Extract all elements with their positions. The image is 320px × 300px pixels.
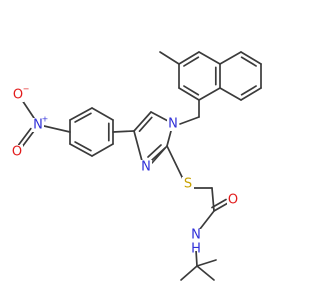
c5-c4 (133, 111, 152, 132)
nitro-oxygen-left-label: O (12, 145, 22, 160)
imidazole-n1-label: N (168, 117, 178, 132)
ch2-n-bond (179, 116, 200, 125)
atom-label-layer: N N S O N H N + O − O (11, 85, 239, 257)
phenyl-double (74, 141, 92, 152)
sulfur-label: S (184, 177, 192, 192)
bond (219, 87, 242, 101)
methyl-bond (159, 51, 180, 65)
phenyl-double (69, 143, 93, 157)
n1-c5 (150, 111, 169, 122)
n3-c2-double (147, 144, 162, 158)
nitro-oxygen-top-label: O (13, 88, 23, 103)
tbu-me3 (196, 259, 217, 267)
c-n-amide (199, 210, 215, 230)
nitro-nitrogen-label: N (33, 118, 43, 133)
phenyl-bond (91, 107, 114, 121)
phenyl-nitro (43, 125, 71, 133)
nitro-o-left (17, 127, 32, 146)
tbu-me2 (196, 265, 215, 281)
nitro-nitrogen-charge: + (42, 115, 49, 124)
nitro-oxygen-charge: − (23, 85, 30, 94)
carbonyl-oxygen-label: O (228, 193, 238, 208)
double-bond (183, 56, 200, 67)
tbu-me1 (180, 265, 198, 281)
phenyl-double (74, 112, 92, 123)
phenyl-bond (91, 143, 114, 157)
imidazole-n3-label: N (141, 160, 151, 175)
bond (219, 51, 242, 65)
c2-n1 (166, 130, 172, 147)
bond (198, 87, 221, 101)
bond-layer (17, 51, 262, 281)
amide-hydrogen-label: H (191, 242, 201, 257)
phenyl-double (69, 107, 93, 121)
n3-c2 (151, 147, 166, 161)
nitro-o-top (21, 99, 35, 119)
carbonyl (213, 202, 229, 212)
double-bond (240, 87, 262, 101)
nitro-o-left (21, 130, 35, 148)
double-bond (178, 87, 200, 101)
imid-phenyl (112, 130, 135, 133)
c5-c4 (138, 116, 153, 132)
molecule-structure: N N S O N H N + O − O (11, 51, 262, 281)
double-bond (183, 85, 200, 96)
double-bond (240, 56, 257, 67)
n-tbu (195, 249, 198, 267)
bond (198, 51, 221, 65)
double-bond (240, 51, 262, 65)
c4-n3 (133, 130, 143, 162)
double-bond (178, 51, 200, 65)
carbonyl (211, 198, 227, 209)
amide-nitrogen-label: N (191, 228, 201, 243)
s-bond (166, 145, 184, 180)
double-bond (240, 85, 257, 96)
